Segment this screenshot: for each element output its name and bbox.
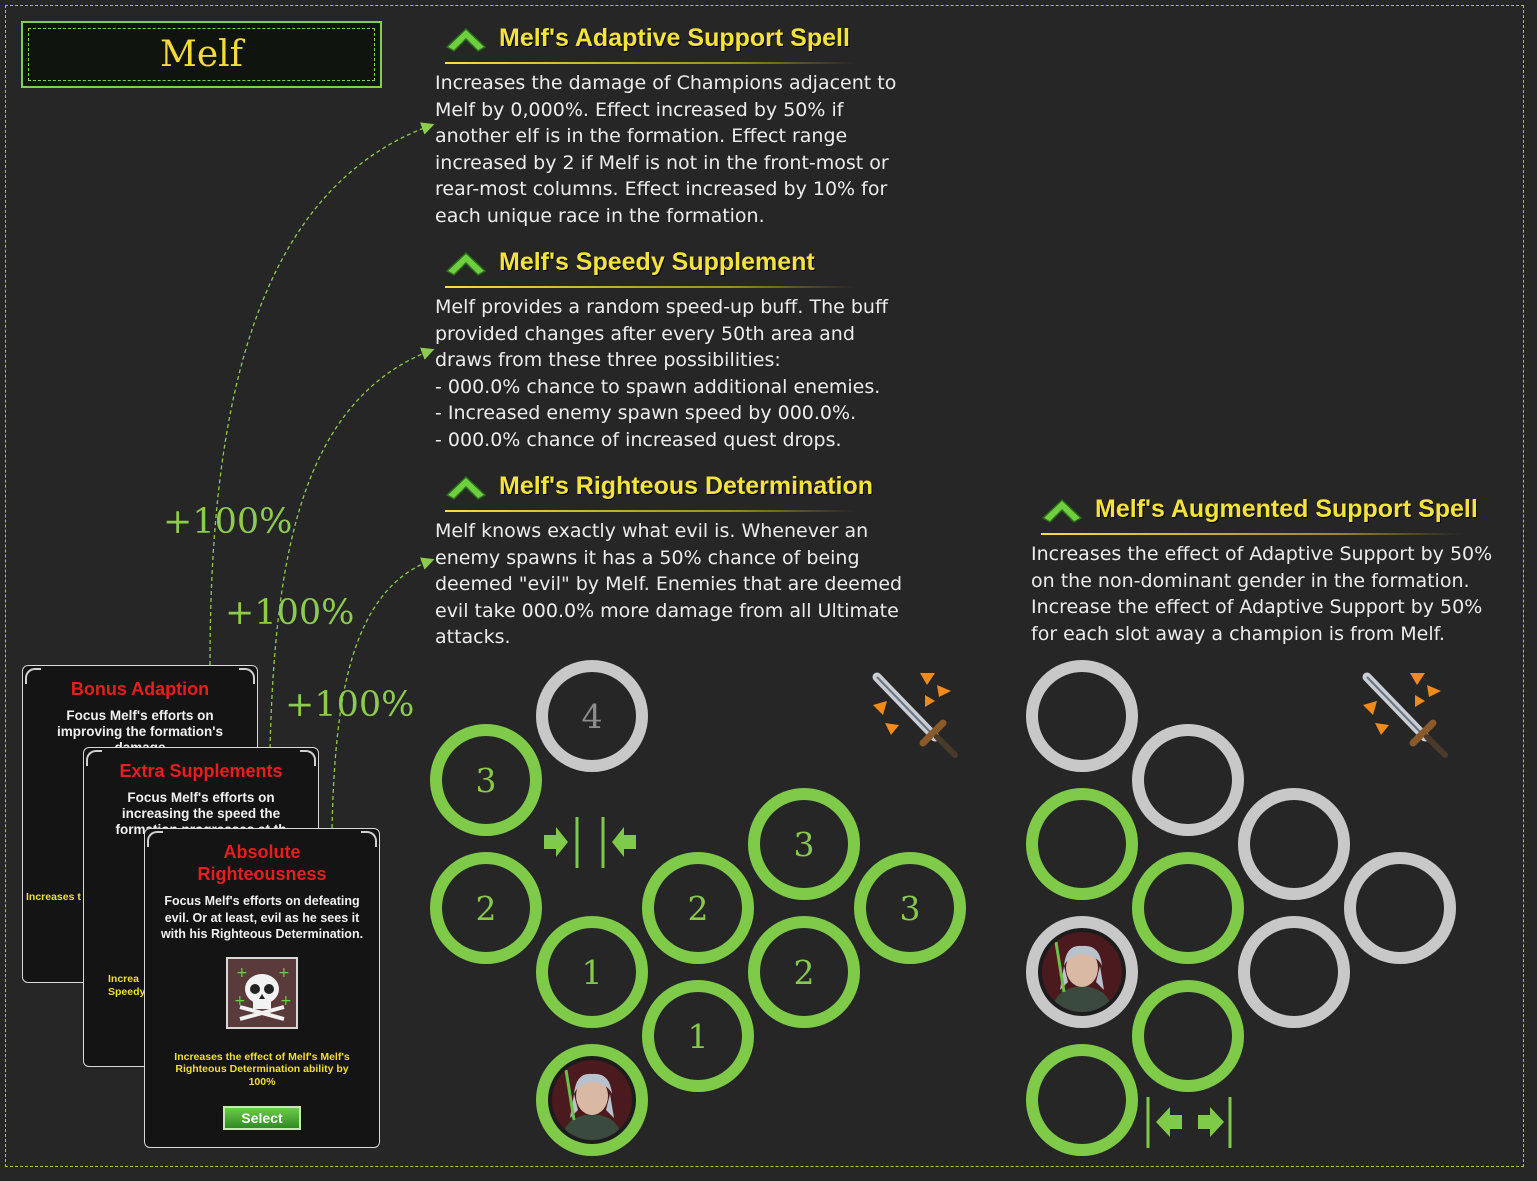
hero-name-panel: Melf [21,21,382,88]
formation-slot[interactable]: 2 [642,852,754,964]
svg-text:+: + [278,965,290,981]
title-underline [445,286,855,288]
ability-speedy-supplement: Melf's Speedy Supplement [445,242,915,294]
formation-slot[interactable]: 1 [536,916,648,1028]
ability-description: Melf provides a random speed-up buff. Th… [435,296,889,451]
melf-portrait-icon [1042,932,1122,1012]
card-title: Bonus Adaption [70,679,210,699]
card-title: Absolute Righteousness [197,842,327,884]
bonus-label-supplements: +100% [225,593,355,633]
formation-slot[interactable]: 3 [748,788,860,900]
formation-slot[interactable] [1132,724,1244,836]
formation-slot[interactable] [1026,660,1138,772]
ability-adaptive-support: Melf's Adaptive Support Spell [445,18,915,70]
ability-righteous-determination: Melf's Righteous Determination [445,466,915,518]
ability-title: Melf's Righteous Determination [499,471,874,500]
svg-text:+: + [234,993,246,1009]
title-underline [445,510,855,512]
skull-icon-frame: + + + + [226,956,298,1029]
ability-description: Increases the effect of Adaptive Support… [1031,543,1493,645]
card-title: Extra Supplements [119,761,283,781]
formation-slot[interactable] [1132,852,1244,964]
formation-slot[interactable] [1026,788,1138,900]
card-effect: Increa Speedy [108,973,146,998]
bonus-label-righteousness: +100% [285,685,415,725]
hero-name: Melf [28,28,375,81]
select-button[interactable]: Select [223,1106,301,1130]
title-underline [1041,533,1461,535]
skull-icon: + + + + [226,956,298,1029]
upgrade-chevron-icon [445,27,487,52]
formation-slot[interactable]: 1 [642,980,754,1092]
formation-slot[interactable] [1238,788,1350,900]
svg-text:+: + [280,993,292,1009]
ability-description: Increases the damage of Champions adjace… [435,72,897,227]
formation-slot[interactable] [1238,916,1350,1028]
card-description: Focus Melf's efforts on defeating evil. … [160,894,364,941]
expand-arrows-icon [1146,1097,1232,1148]
upgrade-chevron-icon [445,251,487,276]
ability-title: Melf's Augmented Support Spell [1095,494,1478,523]
formation-slot-melf[interactable] [536,1044,648,1156]
formation-slot[interactable] [1026,1044,1138,1156]
upgrade-chevron-icon [1041,498,1083,523]
formation-slot[interactable]: 4 [536,660,648,772]
formation-slot[interactable]: 3 [854,852,966,964]
formation-slot[interactable]: 3 [430,724,542,836]
title-underline [445,62,855,64]
ability-augmented-support: Melf's Augmented Support Spell [1041,489,1511,541]
formation-slot[interactable]: 2 [430,852,542,964]
formation-slot[interactable]: 2 [748,916,860,1028]
damage-buff-sword-icon [1362,672,1448,758]
spec-card-absolute-righteousness[interactable]: Absolute Righteousness Focus Melf's effo… [144,828,380,1148]
upgrade-chevron-icon [445,475,487,500]
ability-title: Melf's Adaptive Support Spell [499,23,850,52]
damage-buff-sword-icon [872,672,958,758]
formation-slot-melf[interactable] [1026,916,1138,1028]
ability-title: Melf's Speedy Supplement [499,247,815,276]
svg-text:+: + [236,965,248,981]
card-effect: Increases the effect of Melf's Melf's Ri… [174,1050,350,1088]
melf-portrait-icon [552,1060,632,1140]
formation-slot[interactable] [1344,852,1456,964]
bonus-label-adaption: +100% [163,502,293,542]
collapse-arrows-icon [544,817,636,868]
ability-description: Melf knows exactly what evil is. Wheneve… [435,520,903,648]
formation-slot[interactable] [1132,980,1244,1092]
page-frame [5,5,1524,1167]
